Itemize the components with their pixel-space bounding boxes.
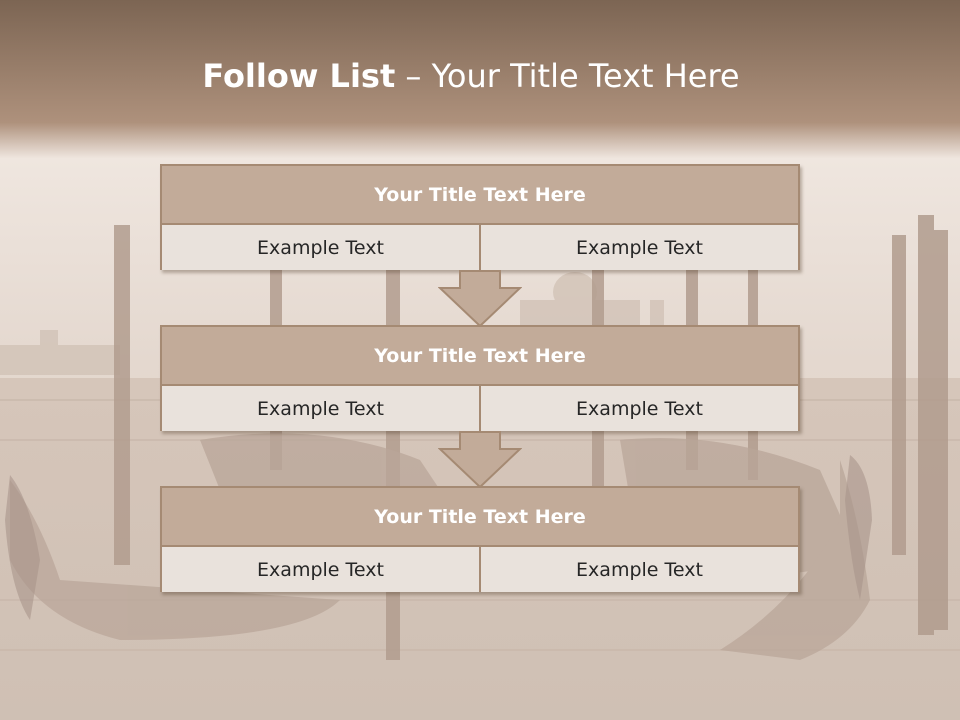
step-title: Your Title Text Here: [162, 166, 798, 225]
step-row: Example Text Example Text: [162, 386, 798, 431]
step-text-right: Example Text: [481, 386, 798, 431]
step-text-right: Example Text: [481, 225, 798, 270]
step-block-2: Your Title Text Here Example Text Exampl…: [160, 325, 800, 431]
slide-title: Follow List – Your Title Text Here: [0, 52, 942, 100]
step-block-3: Your Title Text Here Example Text Exampl…: [160, 486, 800, 592]
down-arrow-icon: [438, 270, 522, 328]
slide-title-rest: – Your Title Text Here: [395, 57, 740, 95]
step-text-left: Example Text: [162, 386, 481, 431]
step-title: Your Title Text Here: [162, 327, 798, 386]
step-title: Your Title Text Here: [162, 488, 798, 547]
step-text-left: Example Text: [162, 547, 481, 592]
down-arrow-icon: [438, 431, 522, 489]
step-row: Example Text Example Text: [162, 225, 798, 270]
step-row: Example Text Example Text: [162, 547, 798, 592]
step-text-left: Example Text: [162, 225, 481, 270]
step-text-right: Example Text: [481, 547, 798, 592]
step-block-1: Your Title Text Here Example Text Exampl…: [160, 164, 800, 270]
slide-title-lead: Follow List: [202, 57, 396, 95]
